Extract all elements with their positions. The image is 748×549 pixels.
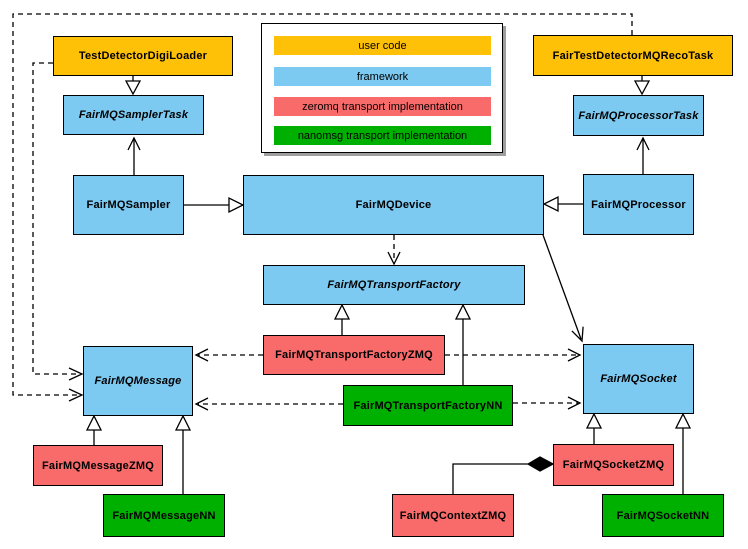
node-fairmqsamplertask: FairMQSamplerTask — [63, 95, 204, 135]
hollow-triangle-arrowhead-icon — [585, 412, 603, 429]
edge-device-socket-line — [542, 234, 582, 340]
node-fairmqprocessortask: FairMQProcessorTask — [573, 95, 704, 136]
node-fairmqdevice: FairMQDevice — [243, 175, 544, 235]
node-fairmqtransportfactorynn: FairMQTransportFactoryNN — [343, 385, 513, 426]
node-fairmqcontextzmq: FairMQContextZMQ — [392, 494, 514, 537]
hollow-triangle-arrowhead-icon — [674, 412, 692, 429]
node-fairmqsocketzmq: FairMQSocketZMQ — [553, 444, 674, 486]
hollow-triangle-arrowhead-icon — [542, 195, 559, 213]
hollow-triangle-arrowhead-icon — [174, 414, 192, 431]
open-vee-arrowhead-icon — [194, 348, 209, 362]
open-vee-arrowhead-icon — [567, 396, 582, 410]
filled-diamond-arrowhead-icon — [526, 456, 555, 472]
edge-contextzmq-socketzmq-line — [452, 463, 528, 494]
hollow-triangle-arrowhead-icon — [454, 303, 472, 320]
legend-box: user code framework zeromq transport imp… — [261, 23, 503, 153]
open-vee-arrowhead-icon — [636, 136, 650, 151]
hollow-triangle-arrowhead-icon — [85, 414, 103, 431]
node-fairmqsocket: FairMQSocket — [583, 344, 694, 414]
node-fairmqsocketnn: FairMQSocketNN — [602, 494, 724, 537]
open-vee-arrowhead-icon — [194, 397, 209, 411]
hollow-triangle-arrowhead-icon — [124, 80, 142, 96]
legend-item-zeromq: zeromq transport implementation — [274, 97, 491, 116]
node-fairmqtransportfactoryzmq: FairMQTransportFactoryZMQ — [263, 335, 445, 375]
node-fairmqmessagezmq: FairMQMessageZMQ — [33, 445, 163, 486]
open-vee-arrowhead-icon — [387, 251, 401, 266]
edge-digiloader-message-line — [32, 62, 80, 375]
open-vee-arrowhead-icon — [567, 348, 582, 362]
node-testdetectordigiloader: TestDetectorDigiLoader — [53, 36, 233, 76]
hollow-triangle-arrowhead-icon — [228, 196, 245, 214]
hollow-triangle-arrowhead-icon — [333, 303, 351, 320]
node-fairmqprocessor: FairMQProcessor — [583, 174, 694, 235]
hollow-triangle-arrowhead-icon — [633, 80, 651, 96]
node-fairmqmessage: FairMQMessage — [83, 346, 193, 416]
node-fairtestdetectormqrecotask: FairTestDetectorMQRecoTask — [533, 35, 733, 76]
node-fairmqtransportfactory: FairMQTransportFactory — [263, 265, 525, 305]
node-fairmqsampler: FairMQSampler — [73, 175, 184, 235]
open-vee-arrowhead-icon — [127, 136, 141, 151]
edge-recotask-message-line — [12, 13, 633, 396]
open-vee-arrowhead-icon — [68, 367, 84, 381]
open-vee-arrowhead-icon — [68, 388, 84, 402]
open-vee-arrowhead-icon — [571, 326, 584, 343]
node-fairmqmessagenn: FairMQMessageNN — [103, 494, 225, 537]
legend-item-framework: framework — [274, 67, 491, 86]
legend-item-user-code: user code — [274, 36, 491, 55]
legend-item-nanomsg: nanomsg transport implementation — [274, 126, 491, 145]
